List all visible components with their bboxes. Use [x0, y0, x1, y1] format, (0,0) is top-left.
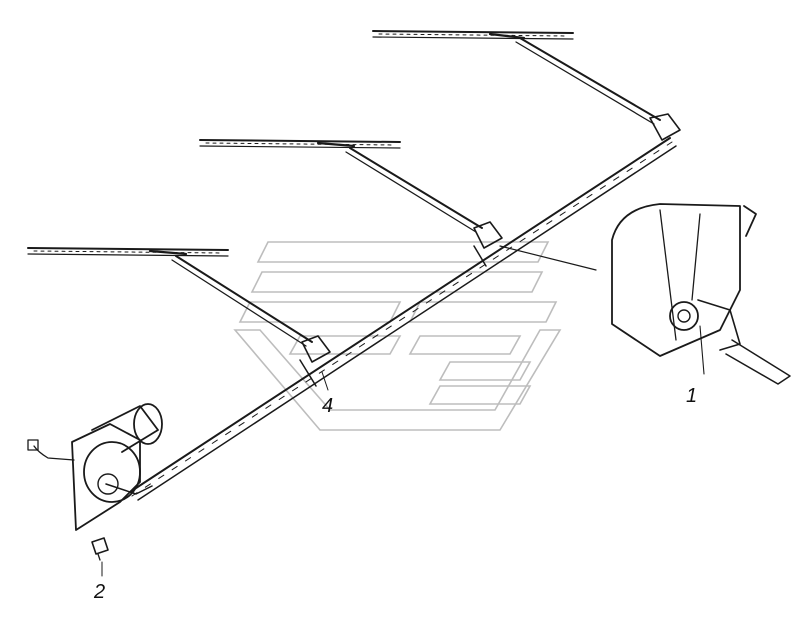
- callout-2-label: 2: [93, 581, 105, 603]
- wiper-arm-middle: [345, 147, 503, 249]
- wiper-blade-right: [372, 30, 574, 40]
- bolt: [91, 537, 109, 577]
- callout-4-label: 4: [322, 395, 333, 417]
- leader-lines: [321, 371, 329, 391]
- wiper-arm-right: [515, 37, 681, 141]
- watermark-logo: [233, 241, 562, 431]
- callout-1-label: 1: [686, 385, 697, 407]
- wiper-motor: [27, 403, 163, 531]
- wiper-arm-left: [171, 255, 331, 363]
- wiper-blade-middle: [199, 139, 401, 149]
- linkage-rod: [129, 137, 677, 501]
- wiper-blade-left: [27, 247, 229, 257]
- motor-bracket-inset: [611, 203, 791, 385]
